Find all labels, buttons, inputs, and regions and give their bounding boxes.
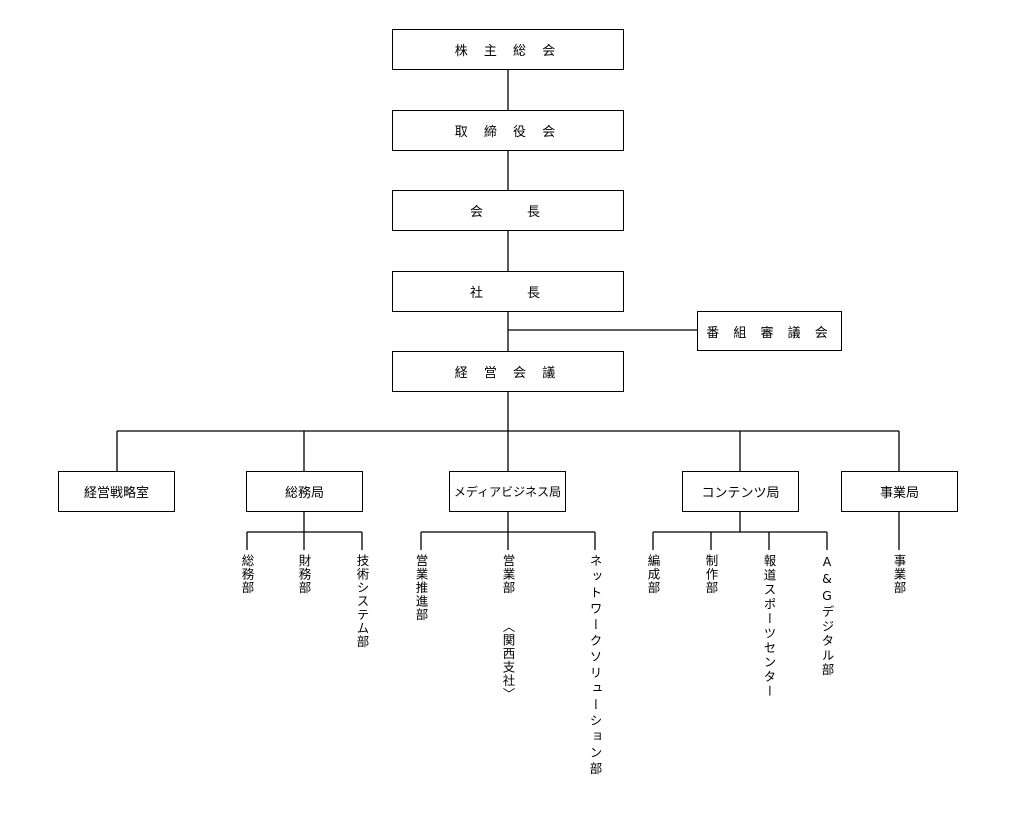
dept-sales-promotion: 営業推進部 <box>413 554 429 622</box>
media-business-division-box: メディアビジネス局 <box>449 471 566 512</box>
business-division-box: 事業局 <box>841 471 958 512</box>
program-council-box: 番 組 審 議 会 <box>697 311 842 351</box>
shareholders-meeting-box: 株 主 総 会 <box>392 29 624 70</box>
general-affairs-division-box: 総務局 <box>246 471 363 512</box>
dept-news-sports-center: 報道スポーツセンター <box>761 554 777 699</box>
board-of-directors-box: 取 締 役 会 <box>392 110 624 151</box>
dept-network-solutions: ネットワークソリューション部 <box>587 554 603 778</box>
contents-division-box: コンテンツ局 <box>682 471 799 512</box>
dept-production: 制作部 <box>703 554 719 595</box>
dept-sales-kansai-note: 〈関西支社〉 <box>500 620 516 701</box>
dept-sales: 営業部 <box>500 554 516 595</box>
dept-programming: 編成部 <box>645 554 661 595</box>
dept-finance: 財務部 <box>296 554 312 595</box>
dept-ag-digital: A&Gデジタル部 <box>819 554 835 678</box>
president-box: 社 長 <box>392 271 624 312</box>
strategy-office-box: 経営戦略室 <box>58 471 175 512</box>
dept-general-affairs: 総務部 <box>239 554 255 595</box>
executive-meeting-box: 経 営 会 議 <box>392 351 624 392</box>
chairman-box: 会 長 <box>392 190 624 231</box>
dept-tech-systems: 技術システム部 <box>354 554 370 649</box>
dept-business: 事業部 <box>891 554 907 595</box>
